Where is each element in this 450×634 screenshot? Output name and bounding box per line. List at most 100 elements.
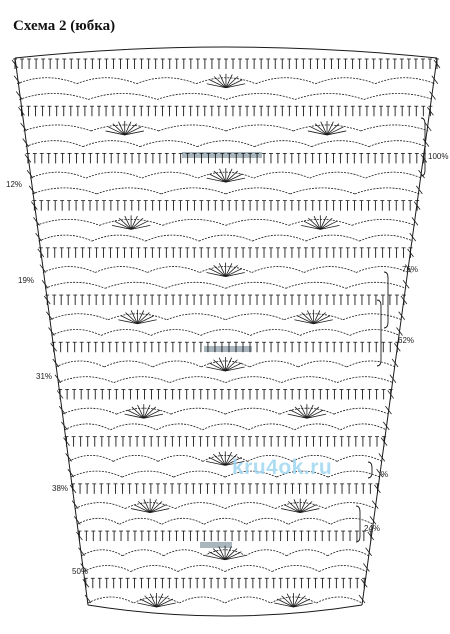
chain-arch <box>19 93 89 100</box>
fan-stitch <box>130 217 144 230</box>
fan-stitch <box>143 409 161 419</box>
fan-stitch <box>208 456 226 466</box>
chain-arch <box>374 77 435 85</box>
fan-stitch <box>320 220 337 230</box>
fan-stitch <box>300 404 308 419</box>
fan-stitch <box>301 312 314 325</box>
fan-stitch <box>224 546 232 560</box>
fan-stitch <box>225 555 245 561</box>
edge-mark <box>424 122 432 132</box>
chain-arch <box>122 549 164 557</box>
fan-stitch <box>294 406 308 419</box>
fan-stitch <box>149 501 163 513</box>
chain-arch <box>156 93 227 100</box>
chain-arch <box>224 565 273 572</box>
chain-arch <box>88 93 158 100</box>
fan-stitch <box>149 504 167 513</box>
chain-arch <box>77 517 120 525</box>
fan-stitch <box>130 310 138 324</box>
chain-arch <box>281 376 338 384</box>
fan-stitch <box>219 168 227 183</box>
edge-mark <box>78 547 85 557</box>
fan-stitch <box>120 315 138 325</box>
chain-arch <box>327 549 369 557</box>
fan-stitch <box>225 357 233 372</box>
edge-mark <box>84 594 92 604</box>
edge-mark <box>431 75 439 84</box>
chain-arch <box>136 77 197 85</box>
fan-stitch <box>290 409 308 419</box>
fan-stitch <box>326 123 340 136</box>
fan-stitch <box>301 224 321 230</box>
fan-stitch <box>293 595 306 608</box>
edge-mark <box>433 59 441 69</box>
chain-arch <box>161 517 205 525</box>
fan-stitch <box>105 130 125 136</box>
chain-arch <box>163 549 205 557</box>
chain-arch <box>90 124 159 132</box>
chain-arch <box>25 140 84 148</box>
fan-stitch <box>283 504 301 513</box>
range-brace <box>420 117 426 177</box>
fan-stitch <box>206 460 226 466</box>
chain-arch <box>179 596 226 604</box>
edge-mark <box>369 516 377 525</box>
edge-mark <box>73 516 81 525</box>
chain-arch <box>225 187 291 195</box>
chain-arch <box>38 234 93 242</box>
range-brace <box>367 461 373 479</box>
fan-stitch <box>208 551 226 561</box>
chain-arch <box>248 423 295 431</box>
fan-stitch <box>224 453 238 466</box>
fan-stitch <box>124 215 132 230</box>
fan-stitch <box>213 76 227 89</box>
chain-arch <box>245 549 287 557</box>
fan-stitch <box>306 413 327 419</box>
outline-bottom <box>87 604 363 617</box>
fan-stitch <box>124 130 144 136</box>
chain-arch <box>342 313 402 321</box>
fan-stitch <box>286 593 294 608</box>
fan-stitch <box>213 453 226 466</box>
fan-stitch <box>209 173 226 183</box>
chain-arch <box>309 171 366 179</box>
chain-arch <box>165 281 226 289</box>
fan-stitch <box>287 501 301 513</box>
chain-arch <box>152 360 202 368</box>
edge-mark <box>363 563 370 572</box>
edge-mark <box>18 106 25 116</box>
fan-stitch <box>218 263 226 277</box>
fan-stitch <box>326 126 344 136</box>
fan-stitch <box>112 123 126 136</box>
fan-stitch <box>218 357 226 372</box>
fan-stitch <box>225 168 233 183</box>
edge-mark <box>11 59 19 69</box>
chain-arch <box>303 266 357 273</box>
highlight-bar <box>204 346 252 352</box>
fan-stitch <box>276 598 294 608</box>
fan-stitch <box>206 272 226 277</box>
chain-arch <box>105 281 166 289</box>
chain-arch <box>247 454 293 462</box>
chain-arch <box>157 454 204 462</box>
fan-stitch <box>118 121 126 136</box>
chain-arch <box>251 266 305 273</box>
fan-stitch <box>294 319 314 325</box>
chain-arch <box>101 329 152 336</box>
chain-arch <box>249 360 299 368</box>
fan-stitch <box>206 83 227 89</box>
fan-stitch <box>137 312 150 325</box>
edge-mark <box>429 91 436 100</box>
fan-stitch <box>206 366 226 372</box>
fan-stitch <box>274 602 294 608</box>
fan-stitch <box>137 404 145 419</box>
fan-stitch <box>225 177 246 183</box>
chain-arch <box>147 266 200 273</box>
chain-arch <box>271 565 320 572</box>
fan-stitch <box>225 173 243 183</box>
left-percent-mark-1: 12% <box>6 180 23 189</box>
chain-arch <box>141 171 198 179</box>
edge-mark <box>71 500 79 509</box>
left-percent-mark-3: 31% <box>36 372 53 381</box>
fan-stitch <box>124 413 144 419</box>
